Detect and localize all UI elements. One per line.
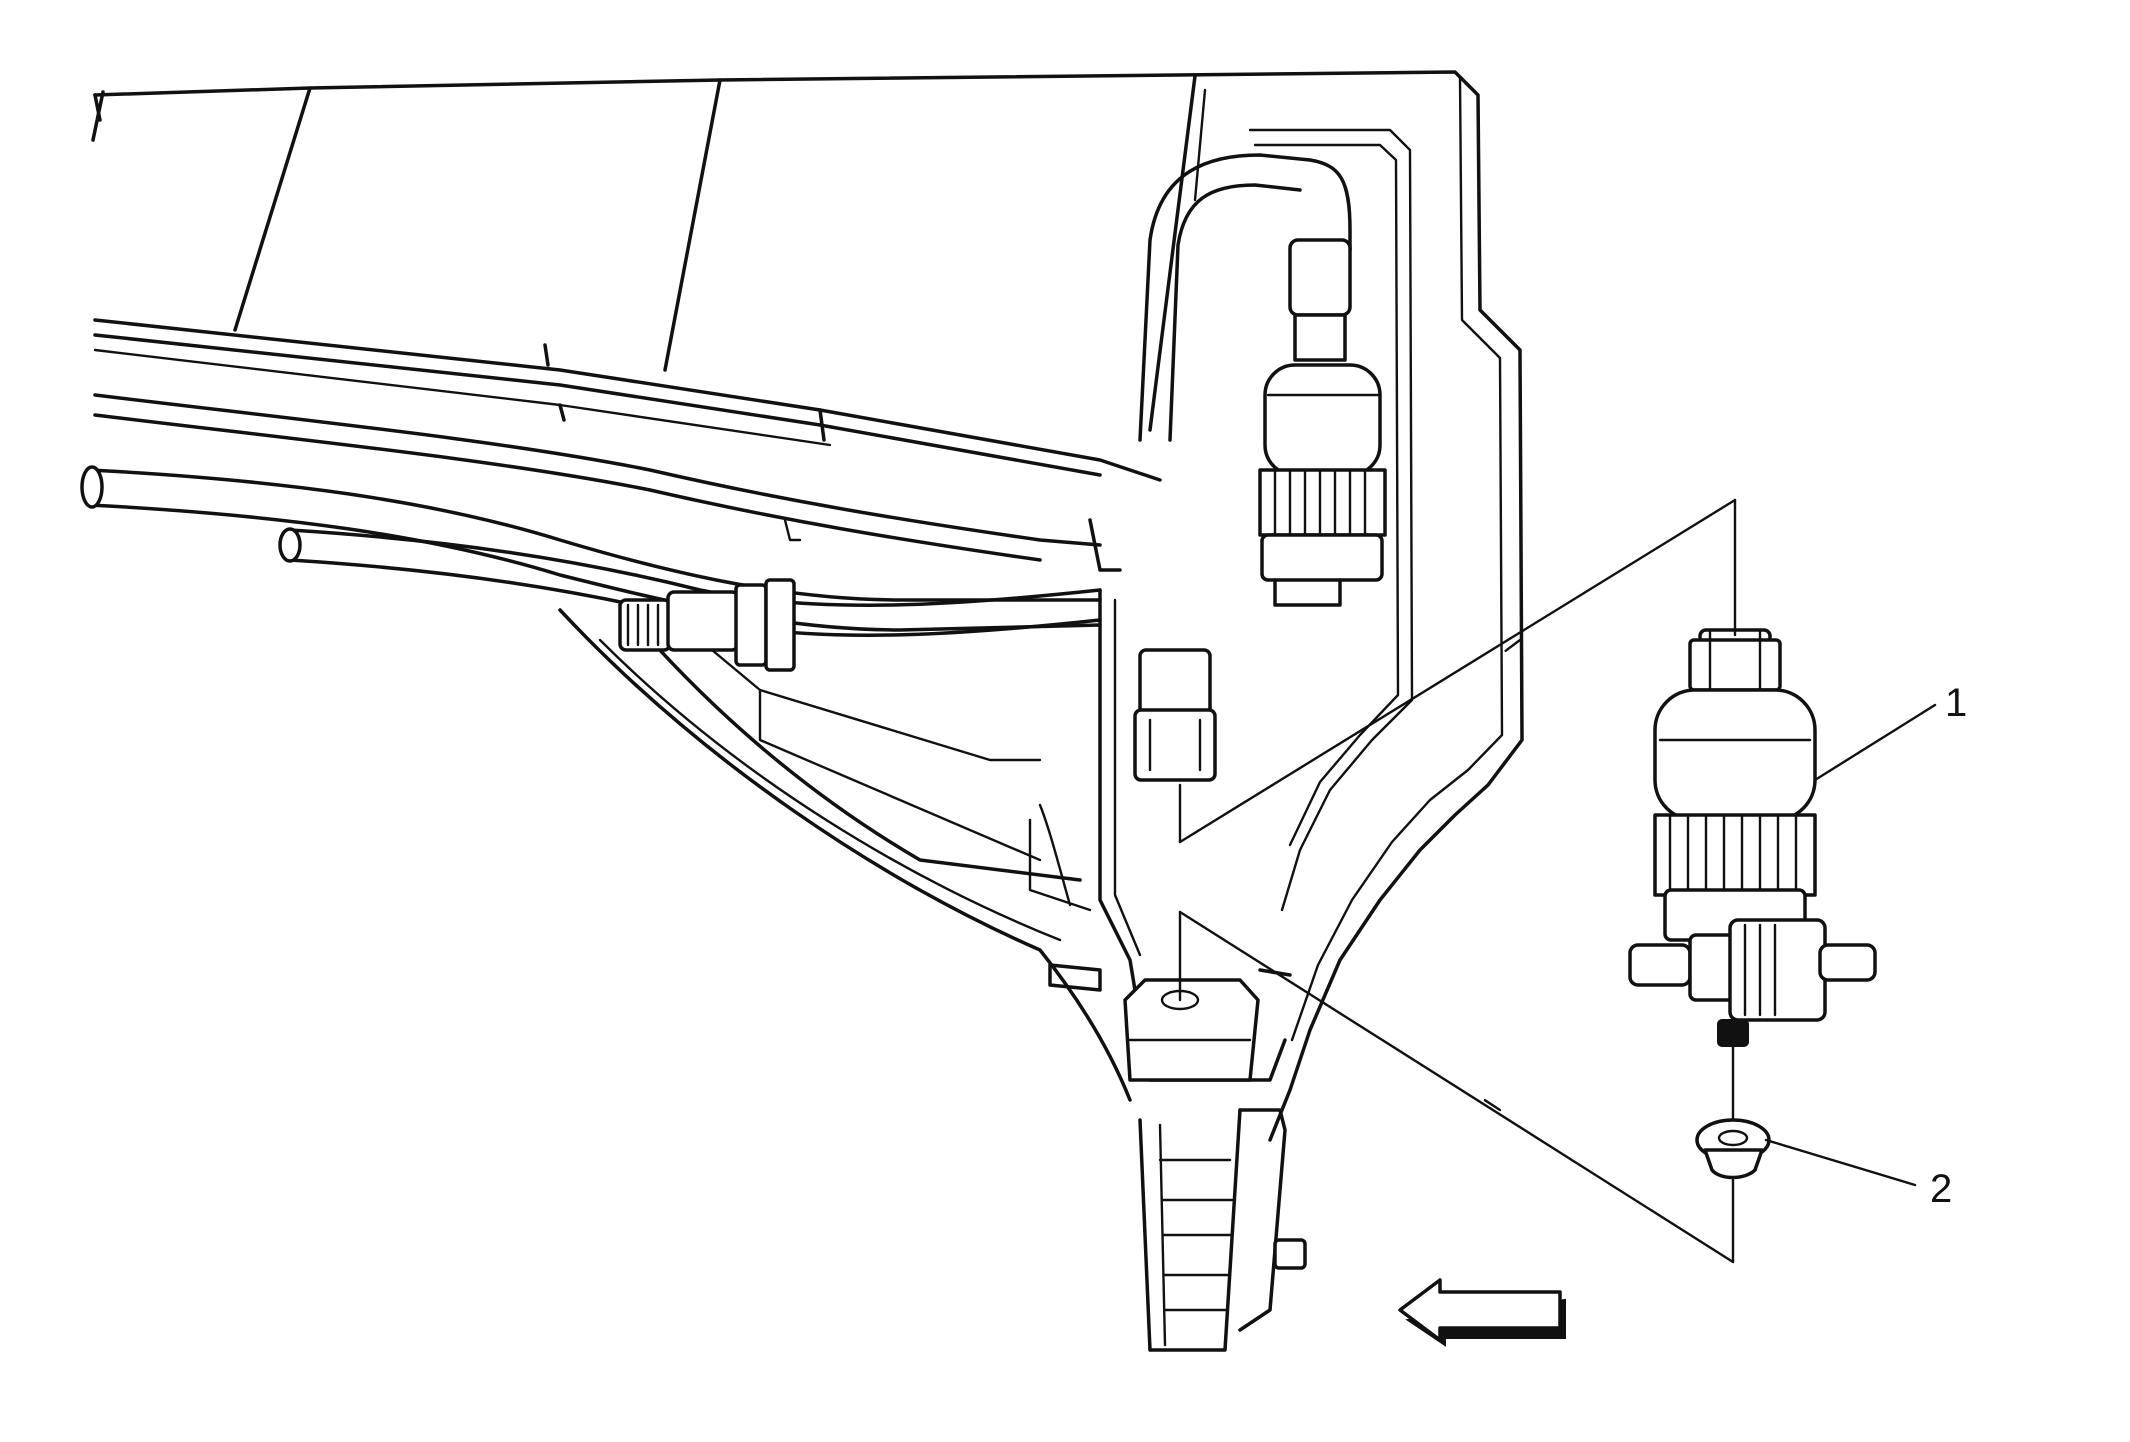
callout-1-label: 1 (1945, 681, 1967, 725)
washer-pump-part (1628, 628, 1877, 1047)
direction-arrow-icon (1398, 1278, 1566, 1347)
installed-pump (1123, 153, 1387, 1082)
explode-lines (1178, 498, 1737, 1264)
leader-lines (1764, 703, 1937, 1187)
mounting-bracket (1048, 963, 1307, 1352)
callout-2-label: 2 (1930, 1167, 1952, 1211)
reservoir-housing (91, 70, 1524, 1142)
washer-hoses (80, 318, 1162, 672)
pump-grommet-part (1695, 1118, 1771, 1180)
